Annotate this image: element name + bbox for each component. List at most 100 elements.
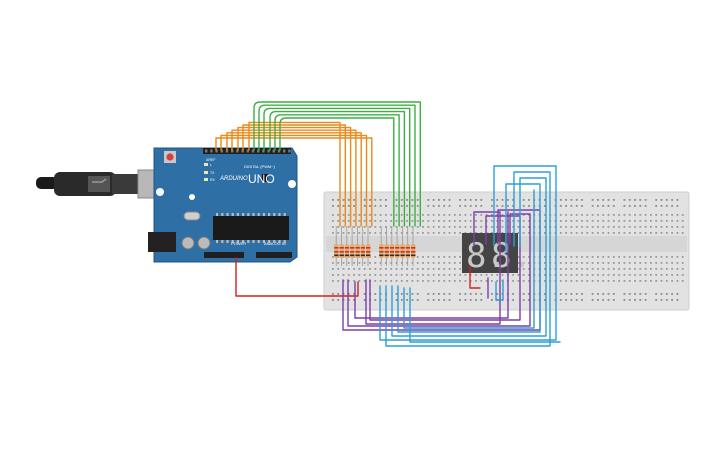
breadboard-hole (400, 280, 403, 282)
wire[interactable] (354, 211, 509, 319)
wire[interactable] (397, 183, 541, 333)
breadboard-hole (581, 199, 583, 201)
breadboard-hole (501, 199, 504, 201)
breadboard-hole (353, 226, 355, 228)
breadboard-hole (374, 220, 377, 222)
breadboard-hole (501, 220, 504, 222)
breadboard-hole (639, 293, 642, 295)
wire[interactable] (469, 265, 481, 289)
usb-cable[interactable] (36, 169, 161, 199)
wire[interactable] (253, 101, 421, 227)
breadboard-hole (581, 268, 583, 270)
breadboard-hole (528, 268, 530, 270)
breadboard-hole (544, 274, 546, 276)
wire[interactable] (235, 257, 359, 297)
resistor-band (405, 254, 411, 257)
breadboard-hole (512, 293, 514, 295)
breadboard-hole (448, 293, 451, 295)
resistor-band (350, 254, 355, 257)
breadboard-hole (671, 256, 673, 258)
breadboard-hole (374, 256, 377, 258)
wire[interactable] (269, 110, 406, 227)
breadboard-hole (400, 274, 403, 276)
wire[interactable] (215, 137, 373, 227)
wire[interactable] (403, 189, 535, 329)
wire[interactable] (495, 279, 504, 301)
breadboard-hole (438, 268, 440, 270)
chip-pin (247, 240, 250, 243)
resistor-band (389, 251, 395, 253)
breadboard-hole (628, 274, 631, 276)
breadboard-hole (612, 299, 615, 301)
wire[interactable] (237, 126, 352, 227)
breadboard-hole (612, 220, 615, 222)
breadboard-hole (469, 199, 472, 201)
breadboard-hole (597, 226, 599, 228)
wire[interactable] (242, 124, 346, 227)
reset-button-cap[interactable] (166, 153, 174, 161)
wire[interactable] (220, 134, 368, 227)
breadboard-hole (453, 280, 456, 282)
wire[interactable] (226, 132, 362, 227)
breadboard-hole (581, 262, 583, 264)
breadboard-hole (528, 256, 530, 258)
breadboard-hole (575, 256, 578, 258)
breadboard-hole (443, 268, 446, 270)
breadboard-hole (406, 226, 408, 228)
breadboard-hole (363, 199, 366, 201)
breadboard-hole (607, 256, 610, 258)
breadboard-hole (496, 293, 499, 295)
breadboard-hole (607, 232, 610, 234)
wire[interactable] (248, 121, 341, 227)
breadboard-hole (607, 268, 610, 270)
wire[interactable] (274, 114, 400, 227)
breadboard-hole (390, 214, 393, 216)
wire[interactable] (365, 211, 501, 325)
breadboard-hole (395, 232, 398, 234)
breadboard-hole (480, 299, 483, 301)
breadboard-hole (427, 232, 430, 234)
breadboard-hole (559, 299, 562, 301)
chip-pin (257, 240, 260, 243)
breadboard-hole (406, 199, 408, 201)
wire[interactable] (347, 213, 531, 327)
breadboard-hole (597, 205, 599, 207)
header-pin (215, 149, 218, 153)
breadboard-hole (602, 214, 605, 216)
wire[interactable] (279, 117, 395, 227)
breadboard-hole (655, 220, 658, 222)
breadboard-hole (522, 299, 525, 301)
breadboard-hole (342, 199, 345, 201)
breadboard-hole (591, 274, 594, 276)
resistor-band (411, 254, 416, 257)
wire[interactable] (379, 165, 557, 341)
wire[interactable] (391, 177, 547, 337)
wire[interactable] (263, 107, 411, 227)
breadboard-hole (453, 274, 456, 276)
arduino-board[interactable]: ARDUINO UNO DIGITAL (PWM~) POWER ANALOG … (148, 147, 298, 263)
breadboard-hole (565, 280, 567, 282)
wire[interactable] (369, 215, 521, 321)
breadboard-hole (676, 199, 679, 201)
breadboard-hole (332, 214, 334, 216)
breadboard-hole (395, 205, 398, 207)
wire[interactable] (231, 129, 357, 227)
breadboard-hole (581, 226, 583, 228)
breadboard-hole (655, 199, 658, 201)
breadboard-hole (443, 299, 446, 301)
breadboard-hole (565, 268, 567, 270)
analog-header-label: ANALOG IN (264, 241, 286, 246)
breadboard-hole (395, 299, 398, 301)
breadboard-hole (628, 256, 631, 258)
breadboard-hole (639, 205, 642, 207)
breadboard-hole (459, 226, 461, 228)
breadboard-hole (416, 199, 419, 201)
seven-segment-display[interactable]: 8. 8. (462, 233, 532, 276)
capacitor (197, 236, 211, 250)
breadboard-hole (411, 232, 414, 234)
wire[interactable] (409, 287, 561, 343)
breadboard-hole (347, 293, 350, 295)
wire[interactable] (258, 104, 416, 227)
breadboard-hole (570, 220, 573, 222)
breadboard-hole (665, 205, 668, 207)
